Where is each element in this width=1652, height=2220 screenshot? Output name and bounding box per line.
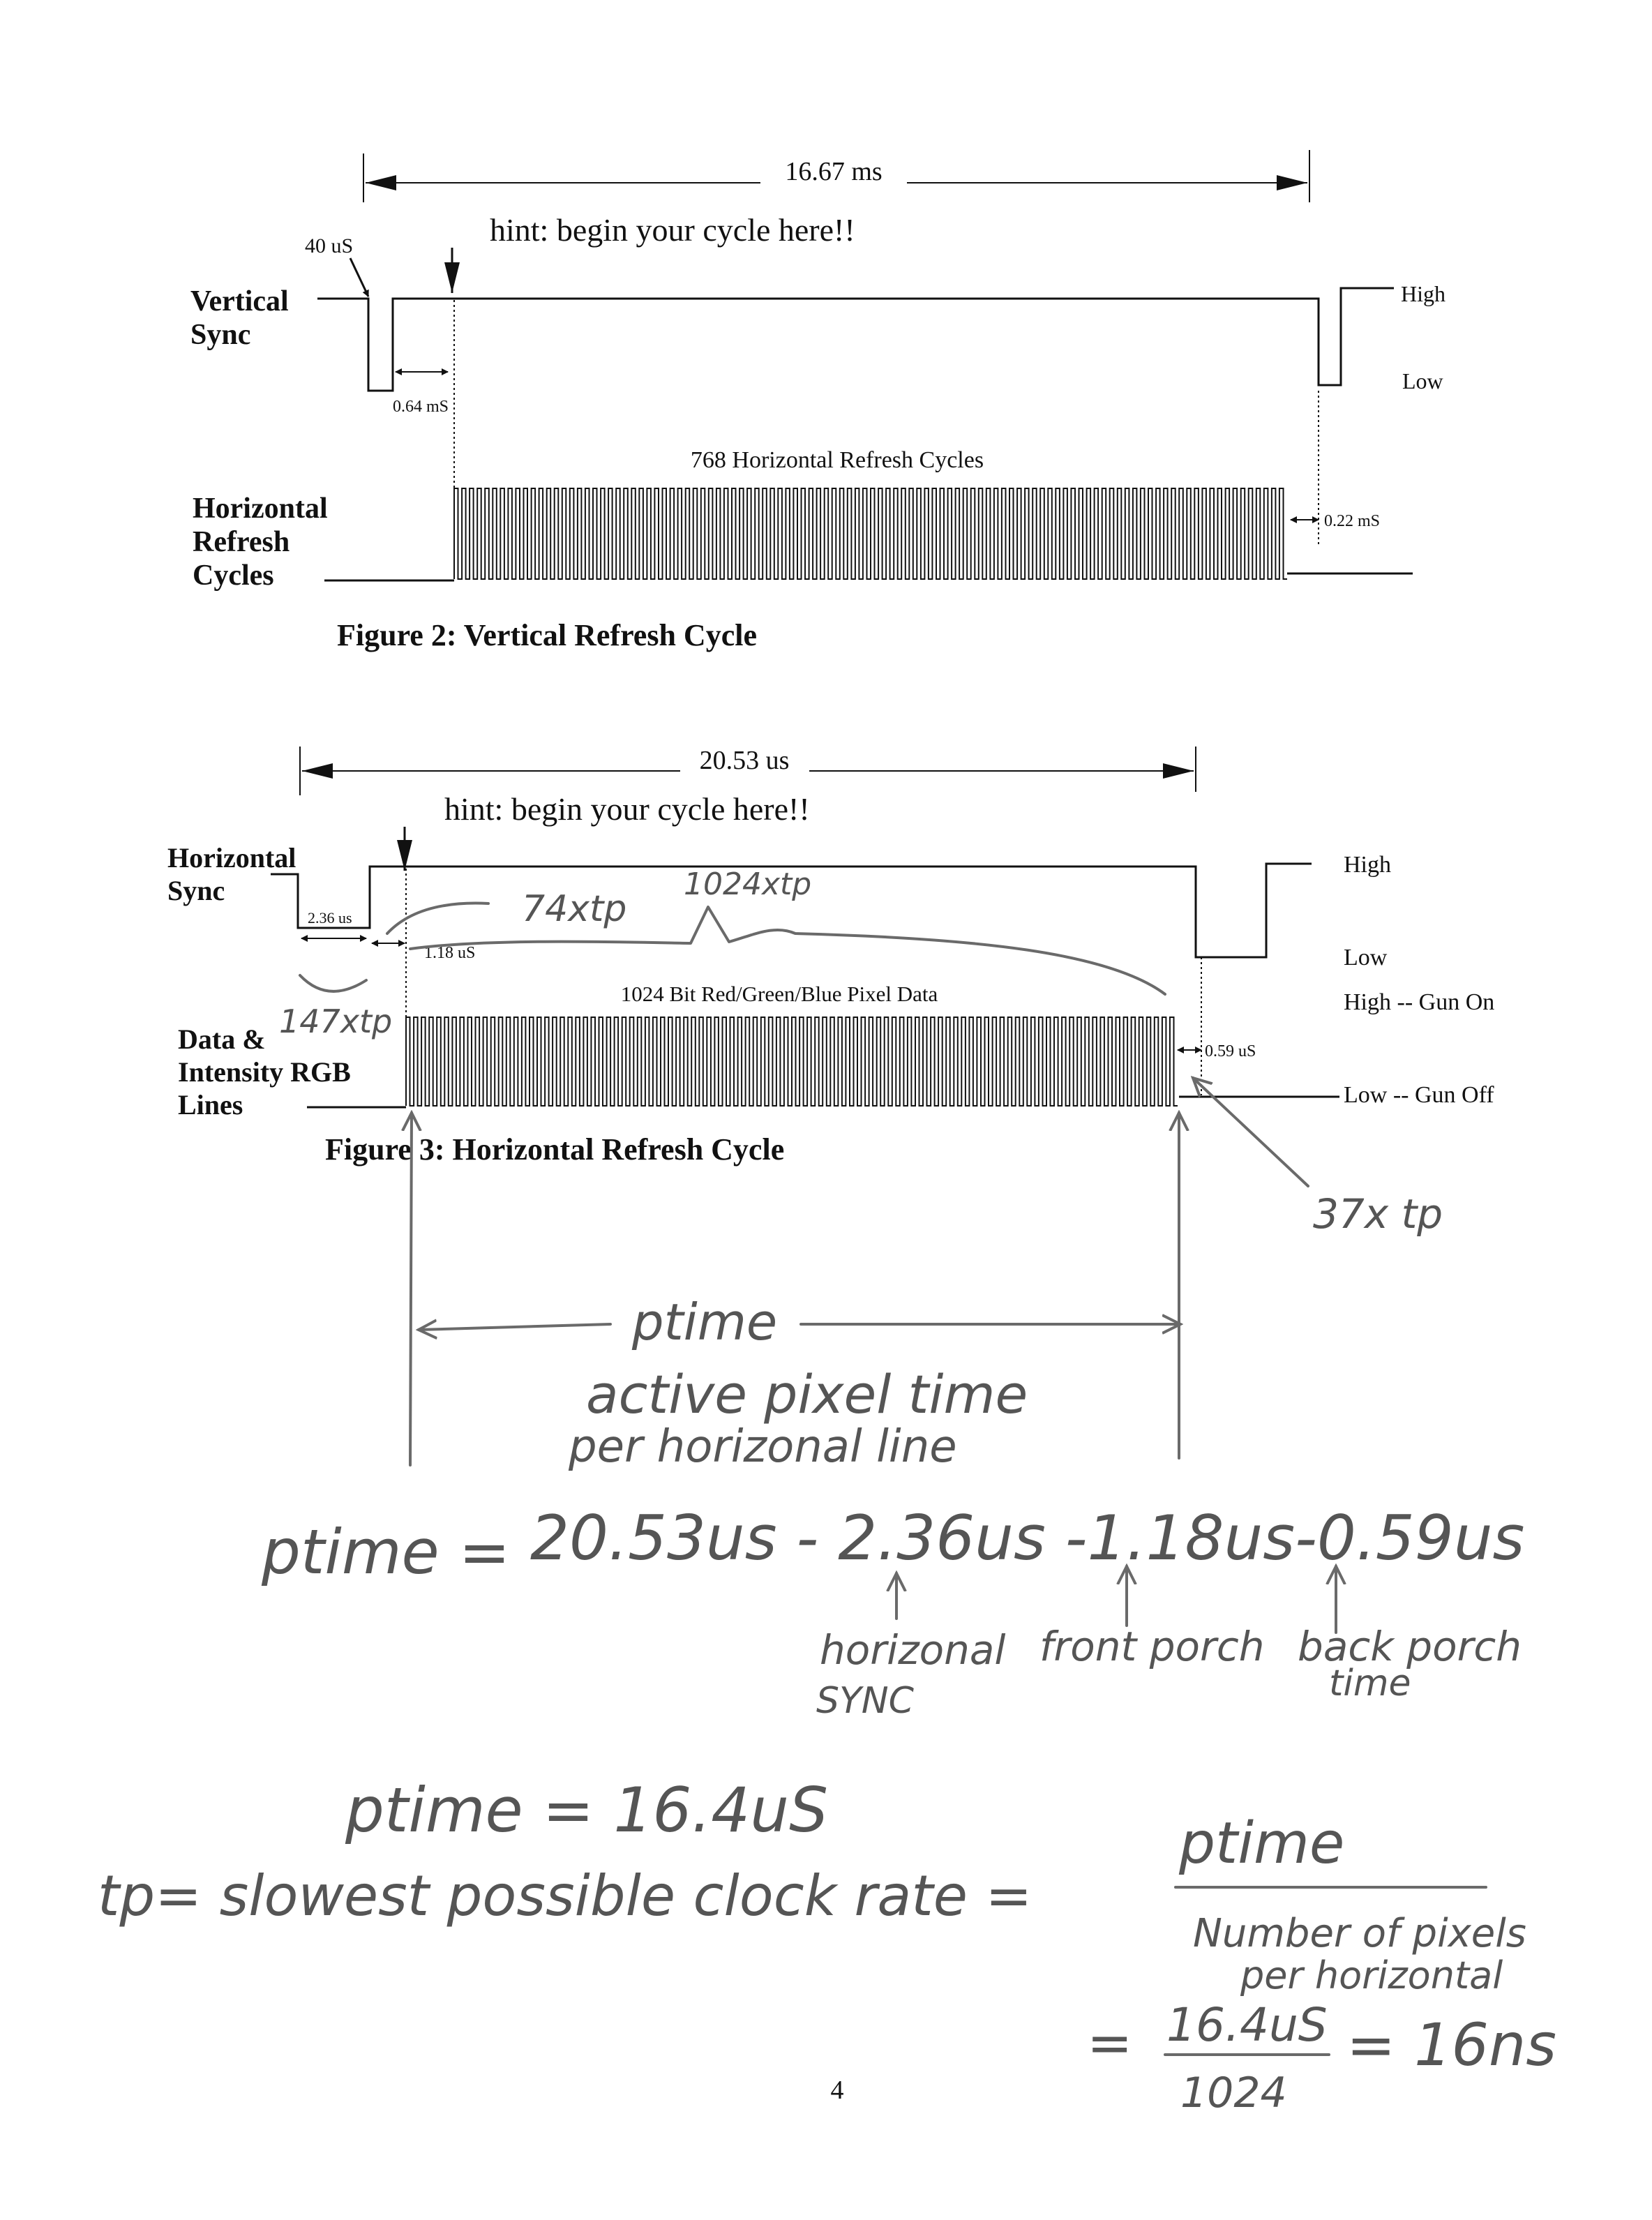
figure-2-vertical-refresh: 16.67 ms 40 uS hint: begin your cycle he… (190, 150, 1446, 652)
note-74xtp: 74xtp (522, 888, 626, 930)
fig3-low-label: Low (1344, 945, 1388, 970)
note-label-time: time (1329, 1663, 1411, 1704)
fig3-caption: Figure 3: Horizontal Refresh Cycle (325, 1132, 784, 1167)
fig2-vsync-waveform (317, 287, 1394, 392)
fig2-high-label: High (1401, 281, 1446, 306)
fig2-hcycles-label-1: Horizontal (193, 493, 328, 525)
fig2-caption: Figure 2: Vertical Refresh Cycle (337, 618, 757, 652)
note-ptime-arrow-left (419, 1324, 612, 1330)
fig2-sync-pulse-label: 40 uS (305, 234, 353, 257)
note-front-porch-pointer (1193, 1078, 1309, 1187)
fig3-pixel-pulse-train (405, 1017, 1178, 1107)
note-sync-span-curve (299, 974, 368, 993)
note-37xtp: 37x tp (1313, 1190, 1443, 1238)
fig3-data-label-3: Lines (178, 1089, 243, 1120)
handwritten-annotations: 74xtp 1024xtp 147xtp 37x tp ptime active… (98, 867, 1556, 2117)
fig2-hcycles-label-3: Cycles (193, 560, 274, 592)
note-label-back-porch: back porch (1298, 1623, 1522, 1670)
fig3-front-porch-label: 0.59 uS (1205, 1042, 1256, 1060)
note-eq3: tp= slowest possible clock rate = (98, 1863, 1032, 1928)
fig2-cycles-label: 768 Horizontal Refresh Cycles (691, 447, 984, 473)
fig2-period-label: 16.67 ms (785, 157, 882, 186)
fig2-back-porch-label: 0.64 mS (393, 398, 449, 416)
note-label-sync: SYNC (816, 1680, 915, 1722)
fig2-vsync-label-2: Sync (190, 319, 250, 351)
note-label-horizonal: horizonal (820, 1626, 1006, 1674)
fig3-data-label-2: Intensity RGB (178, 1056, 351, 1088)
fig3-high-label: High (1344, 852, 1391, 878)
note-label-front-porch: front porch (1039, 1623, 1264, 1670)
fig3-data-label-1: Data & (178, 1023, 266, 1055)
fig3-gun-on-label: High -- Gun On (1344, 989, 1494, 1015)
fig3-period-label: 20.53 us (700, 746, 790, 775)
note-frac-numerator: ptime (1178, 1810, 1344, 1877)
note-back-porch-curve (386, 901, 490, 935)
note-eq4-result: = 16ns (1346, 2011, 1556, 2079)
fig2-hcycles-pulse-train (453, 488, 1287, 580)
page-number: 4 (831, 2076, 844, 2105)
fig3-hsync-label-2: Sync (167, 875, 225, 906)
note-1024xtp: 1024xtp (684, 867, 811, 902)
note-ptime-arrow-label: ptime (631, 1293, 777, 1351)
fig2-hint: hint: begin your cycle here!! (490, 212, 855, 248)
fig3-pixel-data-label: 1024 Bit Red/Green/Blue Pixel Data (621, 982, 938, 1006)
note-per-horizonal-line: per horizonal line (568, 1421, 957, 1473)
fig2-sync-pointer-arrow (349, 257, 370, 297)
note-eq1-lhs: ptime = (261, 1516, 510, 1588)
fig3-sync-pulse-label: 2.36 us (308, 909, 352, 927)
fig2-hcycles-label-2: Refresh (193, 526, 290, 558)
note-frac-denominator-1: Number of pixels (1193, 1911, 1526, 1956)
fig3-gun-off-label: Low -- Gun Off (1344, 1082, 1494, 1108)
fig2-front-porch-label: 0.22 mS (1324, 512, 1380, 530)
note-ptime-start-marker (410, 1113, 412, 1467)
note-eq4-equals: = (1087, 2012, 1132, 2075)
note-eq1-rhs: 20.53us - 2.36us -1.18us-0.59us (530, 1502, 1524, 1574)
fig2-low-label: Low (1402, 368, 1443, 393)
figure-3-horizontal-refresh: 20.53 us hint: begin your cycle here!! H… (167, 746, 1494, 1167)
note-eq4-denominator: 1024 (1180, 2069, 1287, 2117)
fig2-vsync-label-1: Vertical (190, 285, 289, 317)
note-frac-denominator-2: per horizontal (1240, 1953, 1503, 1997)
note-147xtp: 147xtp (279, 1003, 392, 1040)
fig3-hsync-label-1: Horizontal (167, 842, 296, 873)
note-eq2: ptime = 16.4uS (345, 1774, 828, 1846)
fig3-hint: hint: begin your cycle here!! (444, 791, 810, 827)
note-active-span-curve (409, 906, 1166, 996)
note-eq4-numerator: 16.4uS (1166, 1998, 1328, 2052)
note-active-pixel-time: active pixel time (586, 1363, 1028, 1425)
fig3-hsync-waveform (271, 862, 1312, 959)
